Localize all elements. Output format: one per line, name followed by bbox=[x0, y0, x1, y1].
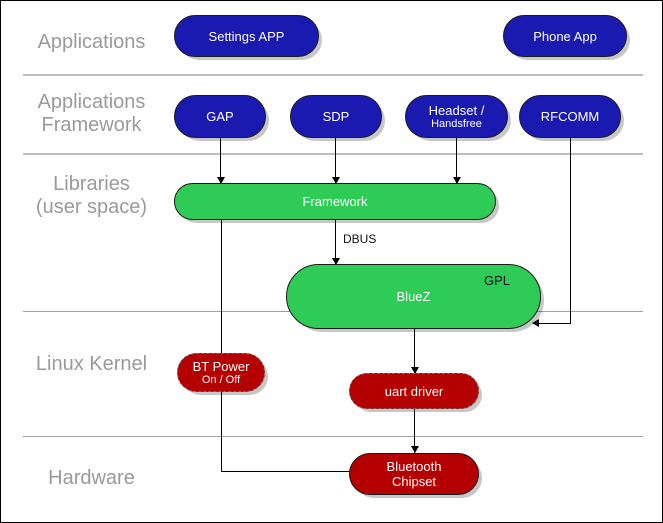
arrowhead-uart-to-chipset bbox=[411, 446, 419, 453]
connector-rfcomm-down bbox=[570, 138, 571, 324]
node-uart-driver-label: uart driver bbox=[384, 383, 444, 399]
node-bluetooth-chipset-label: Bluetooth bbox=[386, 459, 442, 474]
node-bt-power[interactable]: BT Power On / Off bbox=[177, 353, 265, 392]
band-label-linux-kernel: Linux Kernel bbox=[35, 353, 148, 375]
divider-applications bbox=[23, 74, 643, 76]
node-headset-sublabel: Handsfree bbox=[431, 117, 482, 130]
node-bluetooth-chipset-sublabel: Chipset bbox=[391, 474, 437, 489]
node-gap-label: GAP bbox=[206, 109, 234, 124]
node-headset-label: Headset / bbox=[428, 102, 485, 118]
arrowhead-headset-to-framework bbox=[453, 177, 461, 184]
connector-rfcomm-to-bluez bbox=[537, 323, 571, 324]
arrowhead-rfcomm-to-bluez bbox=[532, 319, 539, 327]
divider-applications-framework bbox=[23, 153, 643, 155]
band-label-hardware: Hardware bbox=[48, 467, 135, 489]
arrowhead-gap-to-framework bbox=[217, 177, 225, 184]
arrowhead-framework-to-bluez bbox=[332, 258, 340, 265]
node-gap[interactable]: GAP bbox=[174, 95, 266, 138]
arrowhead-bluez-to-uart bbox=[411, 367, 419, 374]
connector-sdp-to-framework bbox=[335, 138, 336, 183]
connector-framework-to-bluez bbox=[335, 220, 336, 264]
node-phone-app[interactable]: Phone App bbox=[503, 15, 627, 57]
node-bluetooth-chipset[interactable]: Bluetooth Chipset bbox=[349, 453, 479, 495]
edge-label-dbus: DBUS bbox=[341, 232, 379, 246]
node-sdp[interactable]: SDP bbox=[290, 95, 382, 138]
node-bt-power-label: BT Power bbox=[192, 358, 250, 374]
node-bluez[interactable]: BlueZ bbox=[286, 264, 541, 329]
node-settings-app[interactable]: Settings APP bbox=[174, 15, 319, 57]
arrowhead-sdp-to-framework bbox=[332, 177, 340, 184]
node-sdp-label: SDP bbox=[322, 109, 350, 124]
node-bluez-label: BlueZ bbox=[396, 289, 431, 304]
connector-framework-left-rail bbox=[221, 220, 222, 472]
node-bluez-gpl-badge: GPL bbox=[484, 273, 511, 288]
node-rfcomm[interactable]: RFCOMM bbox=[519, 95, 621, 138]
divider-linux-kernel bbox=[23, 436, 643, 437]
node-rfcomm-label: RFCOMM bbox=[540, 109, 600, 124]
node-framework-label: Framework bbox=[302, 194, 368, 209]
connector-uart-to-chipset bbox=[414, 409, 415, 453]
node-framework[interactable]: Framework bbox=[174, 183, 496, 220]
node-phone-app-label: Phone App bbox=[533, 28, 597, 44]
node-bt-power-sublabel: On / Off bbox=[201, 373, 241, 386]
connector-gap-to-framework bbox=[220, 138, 221, 183]
node-settings-app-label: Settings APP bbox=[208, 28, 285, 44]
node-headset-handsfree[interactable]: Headset / Handsfree bbox=[405, 95, 508, 138]
connector-headset-to-framework bbox=[456, 138, 457, 183]
band-label-applications: Applications bbox=[37, 31, 146, 53]
node-uart-driver[interactable]: uart driver bbox=[349, 373, 479, 409]
band-label-libraries: Libraries (user space) bbox=[35, 173, 148, 218]
connector-framework-to-chipset bbox=[221, 471, 353, 472]
band-label-applications-framework: Applications Framework bbox=[37, 91, 146, 136]
connector-bluez-to-uart bbox=[414, 329, 415, 373]
